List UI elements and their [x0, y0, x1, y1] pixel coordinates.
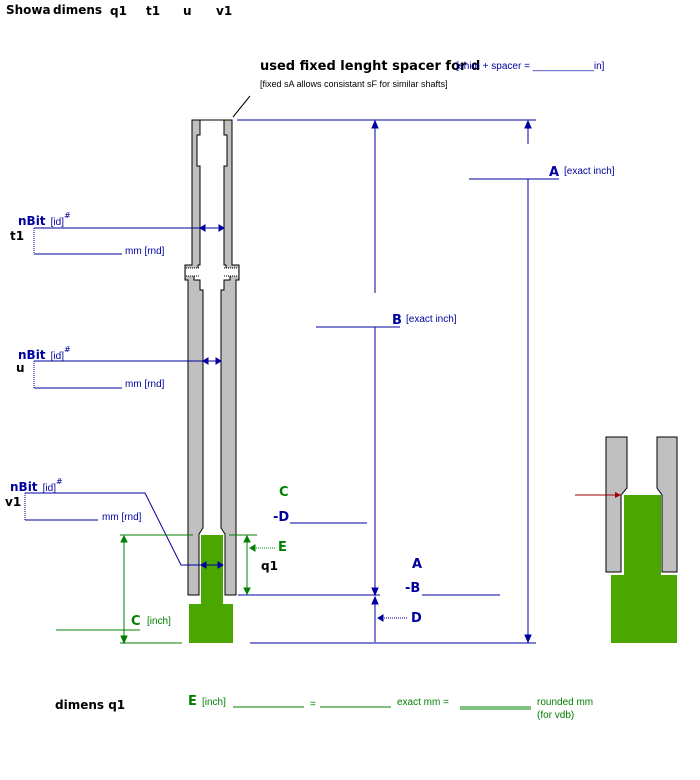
footer-title: dimens q1 [55, 698, 126, 712]
arrow [243, 534, 251, 543]
header-link-v1[interactable]: v1 [216, 4, 233, 18]
header-link-u[interactable]: u [183, 4, 192, 18]
footer-exact-mm: exact mm = [397, 697, 449, 708]
A-unit: [exact inch] [564, 166, 615, 177]
id-text: [id] [42, 483, 56, 494]
A-label-lower: A [412, 557, 423, 572]
arrow [249, 544, 256, 552]
arrow [199, 224, 206, 232]
arrow [120, 534, 128, 543]
header-title: Showa [6, 3, 51, 17]
id-text: [id] [50, 217, 64, 228]
A-label: A [549, 165, 560, 180]
header-link-t1[interactable]: t1 [146, 4, 161, 18]
arrow [120, 635, 128, 645]
footer-equals: = [310, 699, 316, 710]
footer-for-vdb: (for vdb) [537, 710, 575, 721]
hash-text: # [63, 345, 71, 354]
header-link-q1[interactable]: q1 [110, 4, 127, 18]
t1-unit: mm [rnd] [125, 246, 165, 257]
spacer-formula: [shim + spacer = ___________in] [456, 61, 605, 72]
u-nbit-label: nBit [id]# [18, 346, 71, 362]
green-insert [189, 535, 233, 643]
detail-green-insert [611, 495, 677, 643]
B-label: B [392, 313, 402, 328]
shaft-right-wall [220, 119, 240, 596]
u-label: u [16, 361, 25, 375]
C-unit: [inch] [147, 616, 171, 627]
joint-gap-left [186, 268, 200, 276]
footer-rounded-mm: rounded mm [537, 697, 594, 708]
D-label: D [411, 611, 422, 626]
arrow-D-pointer [377, 614, 384, 622]
C-label-lower: C [131, 614, 141, 629]
spacer-note: [fixed sA allows consistant sF for simil… [260, 79, 448, 89]
nbit-text: nBit [18, 348, 46, 362]
id-text: [id] [50, 351, 64, 362]
arrow [200, 561, 207, 569]
v1-unit: mm [rnd] [102, 512, 142, 523]
hash-text: # [63, 211, 71, 220]
minus-B-label: -B [405, 581, 421, 596]
arrow [202, 357, 209, 365]
detail-left-wall [605, 436, 628, 573]
B-unit: [exact inch] [406, 314, 457, 325]
v1-leader [25, 492, 201, 566]
header-dimens: dimens [53, 3, 103, 17]
q1-label: q1 [261, 559, 278, 573]
minus-D-label: -D [273, 510, 290, 525]
u-unit: mm [rnd] [125, 379, 165, 390]
t1-label: t1 [10, 229, 25, 243]
arrow-D-top [371, 595, 379, 605]
arrow [218, 224, 225, 232]
detail-right-wall [656, 436, 678, 573]
shaft-left-wall [184, 119, 204, 596]
nbit-text: nBit [18, 214, 46, 228]
v1-nbit-label: nBit [id]# [10, 478, 63, 494]
arrow-B-top [371, 119, 379, 129]
arrow-A-bottom [524, 634, 532, 644]
arrow-A-top [524, 119, 532, 129]
v1-label: v1 [5, 495, 22, 509]
footer-E-label: E [188, 694, 197, 709]
footer-inch-unit: [inch] [202, 697, 226, 708]
detail-view [575, 436, 678, 643]
nbit-text: nBit [10, 480, 38, 494]
t1-nbit-label: nBit [id]# [18, 212, 71, 228]
hash-text: # [55, 477, 63, 486]
arrow [243, 587, 251, 596]
red-arrow-icon [615, 492, 621, 498]
arrow [217, 561, 224, 569]
joint-gap-right [224, 268, 238, 276]
arrow [215, 357, 222, 365]
C-label-upper: C [279, 485, 289, 500]
spacer-leader [232, 95, 251, 118]
spacer-title: used fixed lenght spacer for d [260, 59, 481, 74]
E-label: E [278, 540, 287, 555]
arrow-B-bottom [371, 587, 379, 597]
